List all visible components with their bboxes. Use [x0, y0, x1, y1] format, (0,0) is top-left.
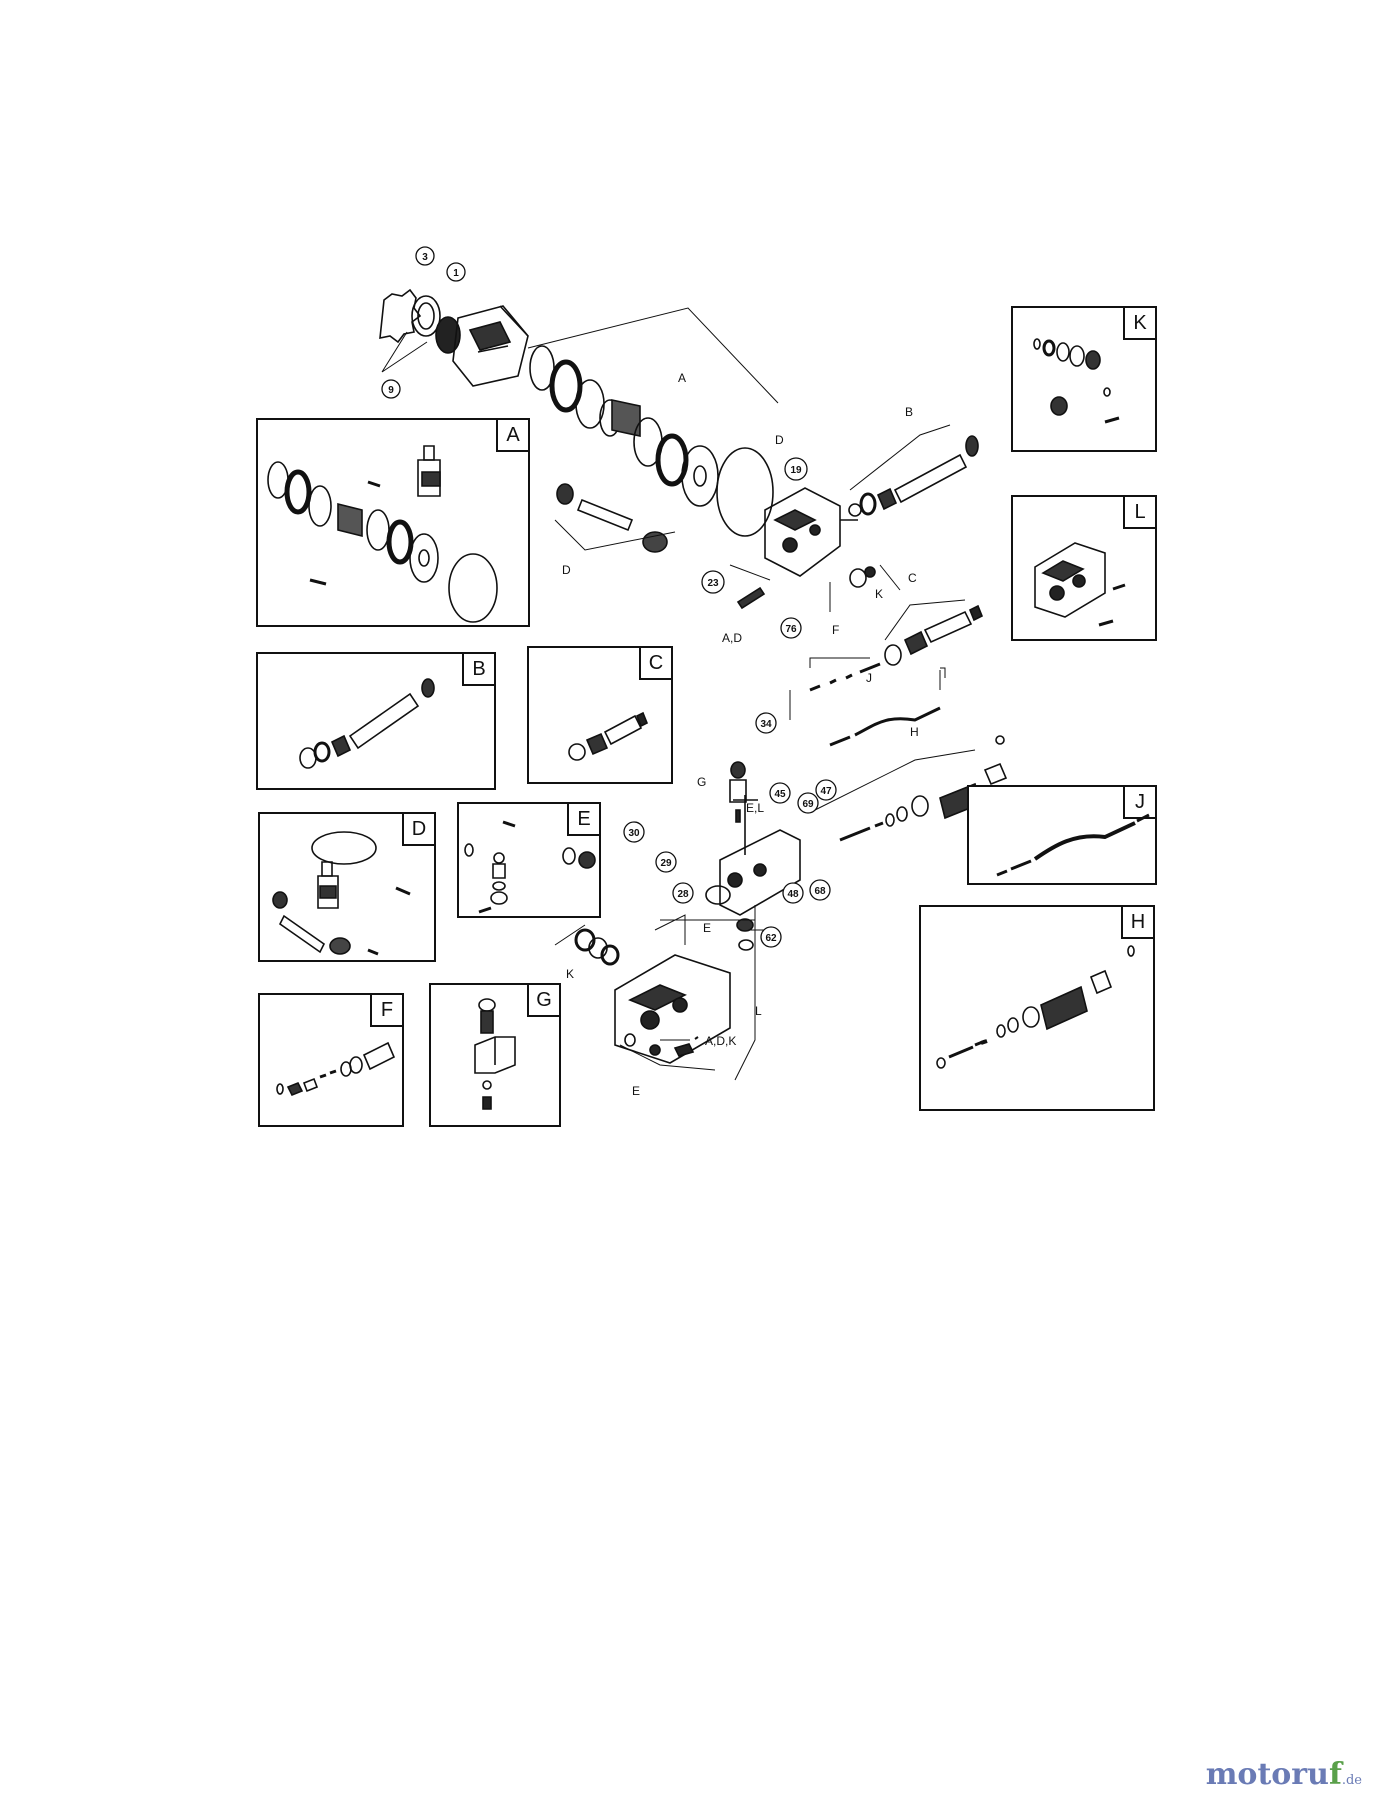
kit-box-d: D [258, 812, 436, 962]
kit-d-parts [272, 831, 411, 956]
leader-label-k-bottom: K [566, 967, 574, 981]
kit-label-f: F [370, 993, 404, 1027]
kit-label-e: E [567, 802, 601, 836]
pump-head-part [729, 487, 858, 612]
kit-j-parts [996, 813, 1150, 877]
callout-9: 9 [388, 385, 394, 396]
kit-label-l: L [1123, 495, 1157, 529]
leader-label-ad: A,D [722, 631, 742, 645]
piston-seal-stack [529, 345, 774, 537]
kit-e-parts [464, 820, 596, 914]
callout-47: 47 [820, 786, 832, 797]
callout-numbers: 3 1 9 19 23 76 34 45 69 47 30 29 28 48 6… [388, 252, 832, 944]
kit-f-parts [276, 1041, 396, 1097]
leader-label-l: L [755, 1004, 762, 1018]
leader-label-d: D [562, 563, 571, 577]
bypass-tube-part [789, 667, 946, 747]
kit-box-h: H [919, 905, 1155, 1111]
kit-label-a: A [496, 418, 530, 452]
leader-label-h: H [910, 725, 919, 739]
leader-label-d-top: D [775, 433, 784, 447]
leader-label-b: B [905, 405, 913, 419]
kit-c-parts [568, 711, 649, 761]
callout-48: 48 [787, 889, 799, 900]
kit-box-k: K [1011, 306, 1157, 452]
pump-body-part [554, 914, 756, 1081]
k-valve-parts [849, 564, 901, 591]
kit-label-g: G [527, 983, 561, 1017]
leader-label-el: E,L [746, 801, 764, 815]
kit-label-c: C [639, 646, 673, 680]
callout-34: 34 [760, 719, 772, 730]
kit-box-e: E [457, 802, 601, 918]
kit-label-k: K [1123, 306, 1157, 340]
kit-box-j: J [967, 785, 1157, 885]
kit-k-parts [1033, 338, 1120, 424]
manifold-part [705, 761, 801, 951]
leader-label-j: J [866, 671, 872, 685]
unloader-tube-part [848, 424, 979, 517]
callout-1: 1 [453, 268, 459, 279]
kit-box-l: L [1011, 495, 1157, 641]
unloader-valve-parts [814, 735, 1008, 842]
callout-62: 62 [765, 933, 777, 944]
callout-69: 69 [802, 799, 814, 810]
callout-19: 19 [790, 465, 802, 476]
kit-a-parts [267, 445, 498, 623]
kit-label-b: B [462, 652, 496, 686]
leader-label-k: K [875, 587, 883, 601]
leader-label-e: E [703, 921, 711, 935]
leader-label-a: A [678, 371, 686, 385]
callout-3: 3 [422, 252, 428, 263]
leader-label-c: C [908, 571, 917, 585]
kit-g-parts [474, 998, 516, 1110]
callout-68: 68 [814, 886, 826, 897]
leader-label-f: F [832, 623, 839, 637]
spring-check-valve-part [809, 657, 881, 692]
kit-b-parts [299, 678, 435, 769]
kit-box-a: A [256, 418, 530, 627]
callout-45: 45 [774, 789, 786, 800]
leader-label-e-bottom: E [632, 1084, 640, 1098]
motoruf-watermark: motoruf.de [1205, 1757, 1362, 1792]
callout-23: 23 [707, 578, 719, 589]
callout-30: 30 [628, 828, 640, 839]
kit-label-d: D [402, 812, 436, 846]
kit-box-c: C [527, 646, 673, 784]
leader-labels: A D D B K A,D C F J H G E,L E K L A,D,K … [562, 371, 919, 1098]
plunger-rod-part [554, 483, 676, 553]
kit-l-parts [1034, 542, 1126, 627]
seal-ring-part [411, 295, 441, 337]
kit-h-parts [936, 945, 1135, 1069]
crankcase-part [435, 305, 529, 387]
outlet-fitting-part [884, 599, 984, 666]
kit-box-b: B [256, 652, 496, 790]
kit-box-f: F [258, 993, 404, 1127]
callout-28: 28 [677, 889, 689, 900]
callout-76: 76 [785, 624, 797, 635]
callout-29: 29 [660, 858, 672, 869]
leader-label-g: G [697, 775, 706, 789]
kit-box-g: G [429, 983, 561, 1127]
leader-label-adk: A,D,K [705, 1034, 736, 1048]
kit-label-h: H [1121, 905, 1155, 939]
retaining-ring-part [379, 288, 422, 344]
